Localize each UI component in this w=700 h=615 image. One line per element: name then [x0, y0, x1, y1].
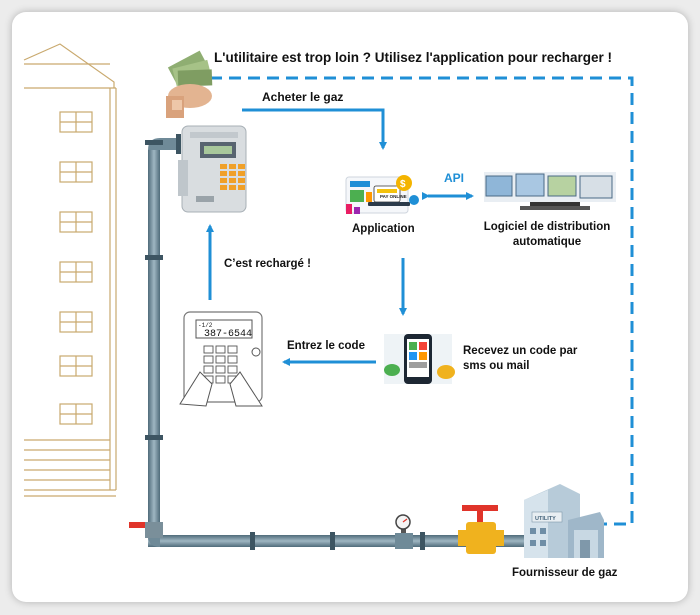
label-recevez: Recevez un code par sms ou mail	[463, 345, 578, 372]
label-recharge: C’est rechargé !	[224, 258, 311, 270]
phone-sms-icon	[384, 334, 455, 384]
building-windows	[59, 111, 93, 425]
meter-display-code: 387-6544	[204, 329, 252, 340]
meter-display-small: -1/2	[198, 322, 213, 329]
red-valve-icon	[129, 522, 163, 538]
gas-meter-icon	[178, 125, 247, 213]
page-title: L'utilitaire est trop loin ? Utilisez l'…	[214, 50, 612, 65]
label-logiciel: Logiciel de distribution automatique	[483, 221, 611, 248]
distribution-software-icon	[484, 172, 616, 210]
application-icon: PAY ONLINE $	[345, 175, 419, 214]
pay-online-text: PAY ONLINE	[380, 194, 407, 199]
svg-text:$: $	[400, 179, 406, 190]
hand-money-icon	[166, 50, 213, 118]
label-application: Application	[352, 223, 415, 235]
label-entrez: Entrez le code	[287, 340, 365, 352]
keypad-meter-icon: -1/2 387-6544	[179, 311, 263, 407]
diagram-card: PAY ONLINE $ -1/2 387-6544	[12, 12, 688, 602]
gas-supplier-building-icon: UTILITY	[524, 484, 604, 558]
building-outline	[23, 43, 117, 497]
utility-sign-text: UTILITY	[535, 516, 556, 522]
dashed-return-line	[210, 76, 634, 526]
flow-arrows	[206, 108, 474, 366]
arrow-acheter	[242, 108, 387, 150]
label-fournisseur: Fournisseur de gaz	[512, 567, 618, 579]
main-valve-icon	[458, 505, 504, 554]
label-api: API	[444, 171, 465, 185]
diagram-canvas: PAY ONLINE $ -1/2 387-6544	[23, 43, 634, 558]
gas-pipe	[145, 134, 530, 550]
label-acheter: Acheter le gaz	[262, 90, 344, 104]
pressure-gauge-icon	[395, 514, 413, 549]
